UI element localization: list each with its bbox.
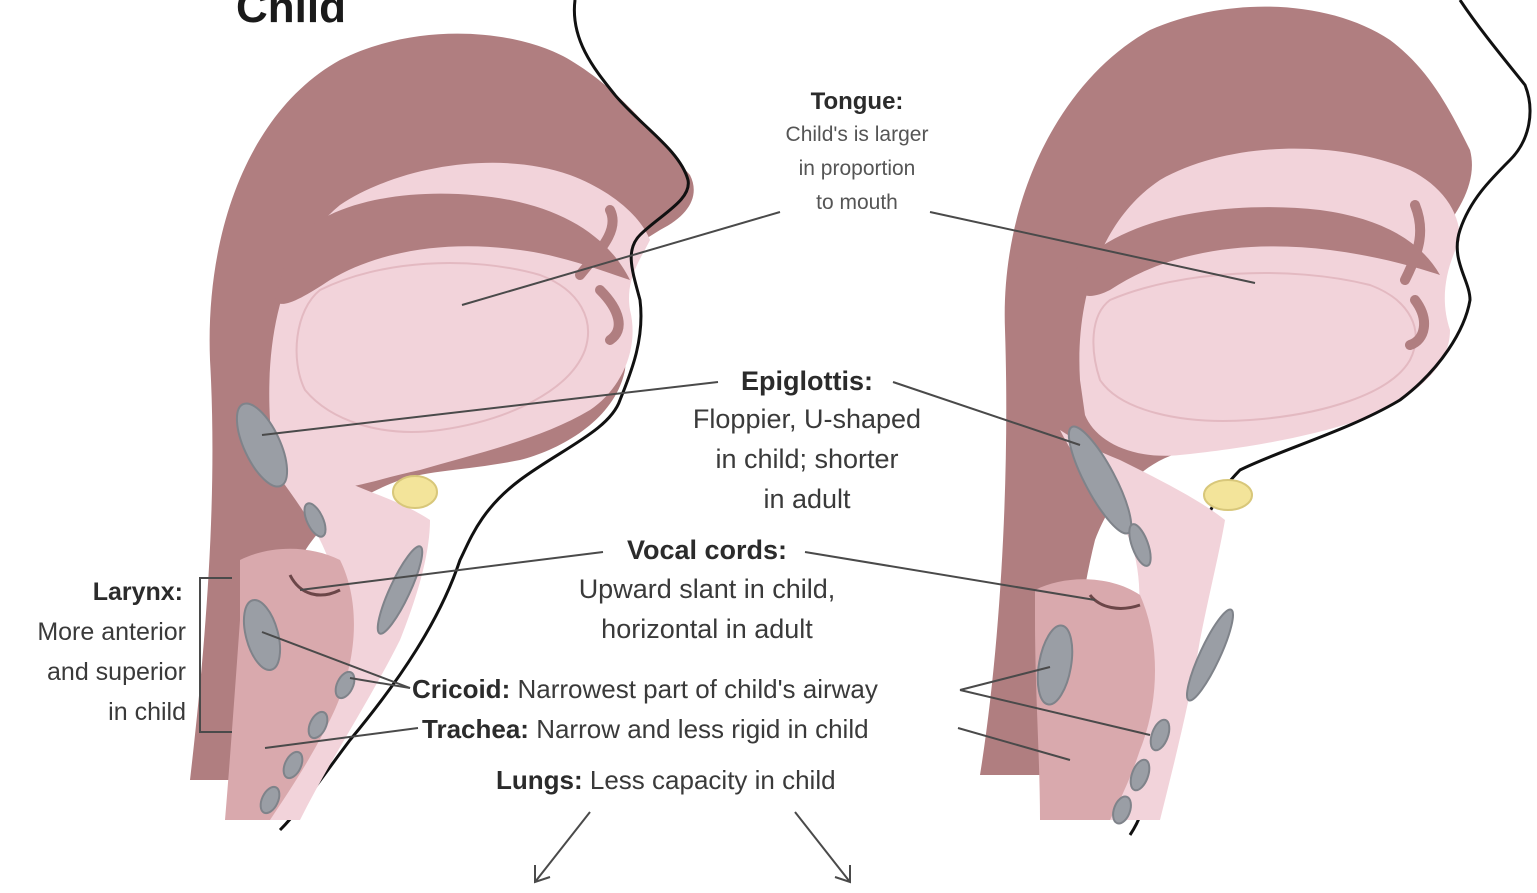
cricoid-text: Narrowest part of child's airway [517, 674, 877, 704]
epiglottis-line-2: in child; shorter [657, 446, 957, 473]
trachea-label: Trachea: Narrow and less rigid in child [422, 716, 869, 742]
tongue-title: Tongue: [757, 90, 957, 114]
child-panel-title: Child [236, 0, 346, 30]
lungs-title: Lungs: [496, 765, 583, 795]
trachea-text: Narrow and less rigid in child [536, 714, 868, 744]
vocal-cords-title: Vocal cords: [597, 537, 817, 564]
vocal-cords-line-2: horizontal in adult [527, 616, 887, 643]
epiglottis-line-3: in adult [657, 486, 957, 513]
adult-hyoid [1204, 480, 1252, 510]
cricoid-label: Cricoid: Narrowest part of child's airwa… [412, 676, 878, 702]
trachea-title: Trachea: [422, 714, 529, 744]
lungs-label: Lungs: Less capacity in child [496, 767, 836, 793]
vocal-cords-line-1: Upward slant in child, [527, 576, 887, 603]
larynx-line-1: More anterior [0, 620, 186, 645]
child-larynx-tissue [225, 549, 354, 820]
larynx-title: Larynx: [0, 580, 183, 605]
tongue-line-2: in proportion [757, 158, 957, 179]
child-hyoid [393, 476, 437, 508]
lungs-arrow-adult [795, 812, 850, 882]
lungs-arrow-child [535, 812, 590, 882]
larynx-line-3: in child [0, 700, 186, 725]
tongue-line-1: Child's is larger [757, 124, 957, 145]
cricoid-title: Cricoid: [412, 674, 510, 704]
lungs-text: Less capacity in child [590, 765, 836, 795]
epiglottis-title: Epiglottis: [697, 368, 917, 395]
epiglottis-line-1: Floppier, U-shaped [657, 406, 957, 433]
adult-airway-illustration [980, 0, 1530, 835]
larynx-line-2: and superior [0, 660, 186, 685]
tongue-line-3: to mouth [757, 192, 957, 213]
